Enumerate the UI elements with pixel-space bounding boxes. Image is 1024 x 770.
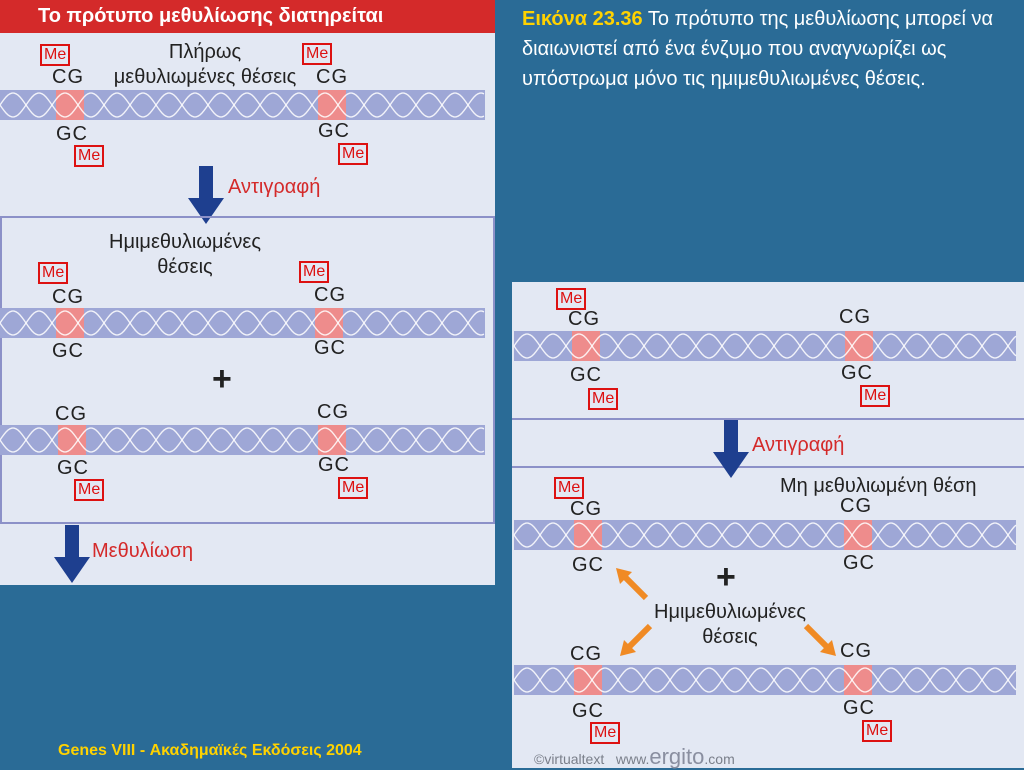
- cg-label: CG: [570, 498, 602, 520]
- helix-strand: [0, 427, 485, 453]
- me-tag: Me: [40, 44, 71, 66]
- gc-label: GC: [841, 362, 873, 384]
- me-tag: Me: [338, 477, 369, 499]
- helix-strand: [513, 667, 1017, 693]
- gc-label: GC: [318, 454, 350, 476]
- hemi-label: Ημιμεθυλιωμένες θέσεις: [630, 600, 830, 650]
- down-arrow-icon: [713, 420, 749, 478]
- cg-label: CG: [316, 66, 348, 88]
- gc-label: GC: [572, 554, 604, 576]
- cg-label: CG: [568, 308, 600, 330]
- helix-strand: [0, 310, 485, 336]
- helix-strand: [513, 333, 1017, 359]
- dna-helix: [513, 331, 1017, 361]
- cg-label: CG: [570, 643, 602, 665]
- methylation-site: [572, 331, 600, 361]
- helix-strand: [0, 310, 485, 336]
- replication-box: [512, 418, 1024, 468]
- replication-label: Αντιγραφή: [228, 176, 321, 198]
- cg-label: CG: [52, 286, 84, 308]
- helix-strand: [513, 667, 1017, 693]
- cg-label: CG: [317, 401, 349, 423]
- gc-label: GC: [843, 552, 875, 574]
- orange-arrow-icon: [616, 568, 649, 601]
- methylation-site: [574, 665, 602, 695]
- helix-strand: [513, 522, 1017, 548]
- plus-sign: +: [212, 360, 232, 398]
- me-tag: Me: [588, 388, 619, 410]
- me-tag: Me: [74, 145, 105, 167]
- methylation-site: [318, 90, 346, 120]
- fully-methylated-label: Πλήρως μεθυλιωμένες θέσεις: [95, 40, 315, 90]
- me-tag: Me: [299, 261, 330, 283]
- left-title: Το πρότυπο μεθυλίωσης διατηρείται: [0, 0, 495, 33]
- me-tag: Me: [556, 288, 587, 310]
- dna-helix: [0, 90, 485, 120]
- cg-label: CG: [52, 66, 84, 88]
- caption-text: Το πρότυπο της μεθυλίωσης μπορεί να διαι…: [522, 8, 994, 90]
- methylation-site: [574, 520, 602, 550]
- credit-a: ©virtualtext: [534, 751, 605, 767]
- orange-arrow-icon: [803, 623, 836, 656]
- gc-label: GC: [57, 457, 89, 479]
- dna-helix: [0, 425, 485, 455]
- credit-d: .com: [704, 751, 735, 767]
- me-tag: Me: [302, 43, 333, 65]
- gc-label: GC: [572, 700, 604, 722]
- orange-arrow-icon: [620, 623, 653, 656]
- methylation-site: [845, 331, 873, 361]
- me-tag: Me: [554, 477, 585, 499]
- cg-label: CG: [840, 640, 872, 662]
- hemi-box: [0, 216, 495, 524]
- figure-caption: Εικόνα 23.36 Το πρότυπο της μεθυλίωσης μ…: [522, 4, 1018, 94]
- footer-text: Genes VIII - Ακαδημαϊκές Εκδόσεις 2004: [58, 742, 362, 759]
- me-tag: Me: [338, 143, 369, 165]
- gc-label: GC: [52, 340, 84, 362]
- helix-strand: [513, 522, 1017, 548]
- plus-sign: +: [716, 558, 736, 596]
- methylation-site: [844, 520, 872, 550]
- gc-label: GC: [318, 120, 350, 142]
- hemi-label: Ημιμεθυλιωμένες θέσεις: [80, 230, 290, 280]
- methylation-site: [58, 425, 86, 455]
- me-tag: Me: [38, 262, 69, 284]
- methylation-label: Μεθυλίωση: [92, 540, 194, 562]
- down-arrow-icon: [188, 166, 224, 224]
- me-tag: Me: [74, 479, 105, 501]
- unmethylated-label: Μη μεθυλιωμένη θέση: [780, 475, 977, 497]
- cg-label: CG: [314, 284, 346, 306]
- me-tag: Me: [590, 722, 621, 744]
- methylation-site: [844, 665, 872, 695]
- me-tag: Me: [860, 385, 891, 407]
- helix-strand: [0, 92, 485, 118]
- dna-helix: [513, 520, 1017, 550]
- cg-label: CG: [839, 306, 871, 328]
- cg-label: CG: [55, 403, 87, 425]
- credit-b: www.: [615, 751, 650, 767]
- credit-c: ergito: [649, 744, 705, 769]
- methylation-site: [318, 425, 346, 455]
- hemi-text: Ημιμεθυλιωμένες θέσεις: [109, 231, 261, 278]
- gc-label: GC: [570, 364, 602, 386]
- helix-strand: [0, 92, 485, 118]
- cg-label: CG: [840, 495, 872, 517]
- down-arrow-icon: [54, 525, 90, 583]
- gc-label: GC: [56, 123, 88, 145]
- gc-label: GC: [314, 337, 346, 359]
- me-tag: Me: [862, 720, 893, 742]
- credit-line: ©virtualtext www.ergito.com: [534, 744, 735, 770]
- dna-helix: [0, 308, 485, 338]
- replication-label: Αντιγραφή: [752, 434, 845, 456]
- figure-number: Εικόνα 23.36: [522, 8, 643, 30]
- helix-strand: [0, 427, 485, 453]
- dna-helix: [513, 665, 1017, 695]
- helix-strand: [513, 333, 1017, 359]
- hemi-text: Ημιμεθυλιωμένες θέσεις: [654, 601, 806, 648]
- fully-methylated-text: Πλήρως μεθυλιωμένες θέσεις: [113, 41, 297, 88]
- gc-label: GC: [843, 697, 875, 719]
